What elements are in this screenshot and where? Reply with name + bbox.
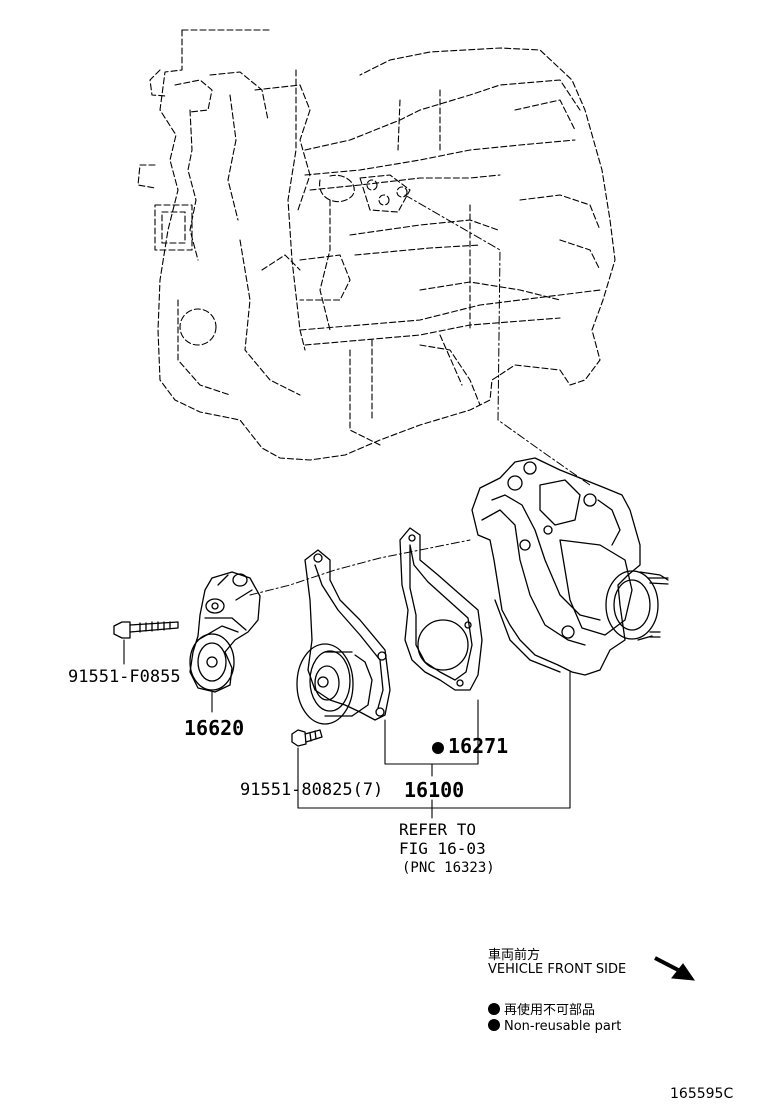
non-reusable-dot-icon (488, 1019, 500, 1031)
water-pump-housing (471, 457, 669, 676)
figure-id: 165595C (670, 1086, 734, 1102)
pump-mount-leader (249, 194, 591, 596)
label-bolt-tensioner: 91551-F0855 (68, 667, 181, 687)
front-arrow-icon (654, 956, 696, 981)
tensioner-part (189, 571, 261, 693)
refer-line-2: FIG 16-03 (399, 839, 486, 858)
non-reusable-dot-icon (488, 1003, 500, 1015)
label-water-pump: 16100 (404, 778, 465, 802)
label-bolt-pump: 91551-80825(7) (240, 780, 384, 800)
callout-lines (123, 639, 571, 819)
bolt-pump (291, 729, 323, 747)
water-pump-pulley (296, 549, 391, 725)
legend-front-jp: 車両前方 (488, 948, 541, 963)
legend-nonreuse-en-row: Non-reusable part (488, 1019, 621, 1034)
legend-nonreuse-jp: 再使用不可部品 (504, 1003, 596, 1018)
legend-front-en: VEHICLE FRONT SIDE (488, 962, 627, 977)
label-gasket-number: 16271 (448, 734, 509, 758)
bolt-tensioner (113, 621, 179, 639)
label-gasket: 16271 (432, 734, 508, 758)
refer-line-3: (PNC 16323) (402, 860, 495, 876)
legend-nonreuse-jp-row: 再使用不可部品 (488, 999, 595, 1018)
refer-line-1: REFER TO (399, 820, 477, 839)
label-tensioner: 16620 (184, 716, 245, 740)
legend-nonreuse-en: Non-reusable part (504, 1019, 622, 1034)
engine-block-outline (137, 29, 616, 461)
non-reusable-dot-icon (432, 742, 444, 754)
gasket-part (399, 527, 483, 691)
